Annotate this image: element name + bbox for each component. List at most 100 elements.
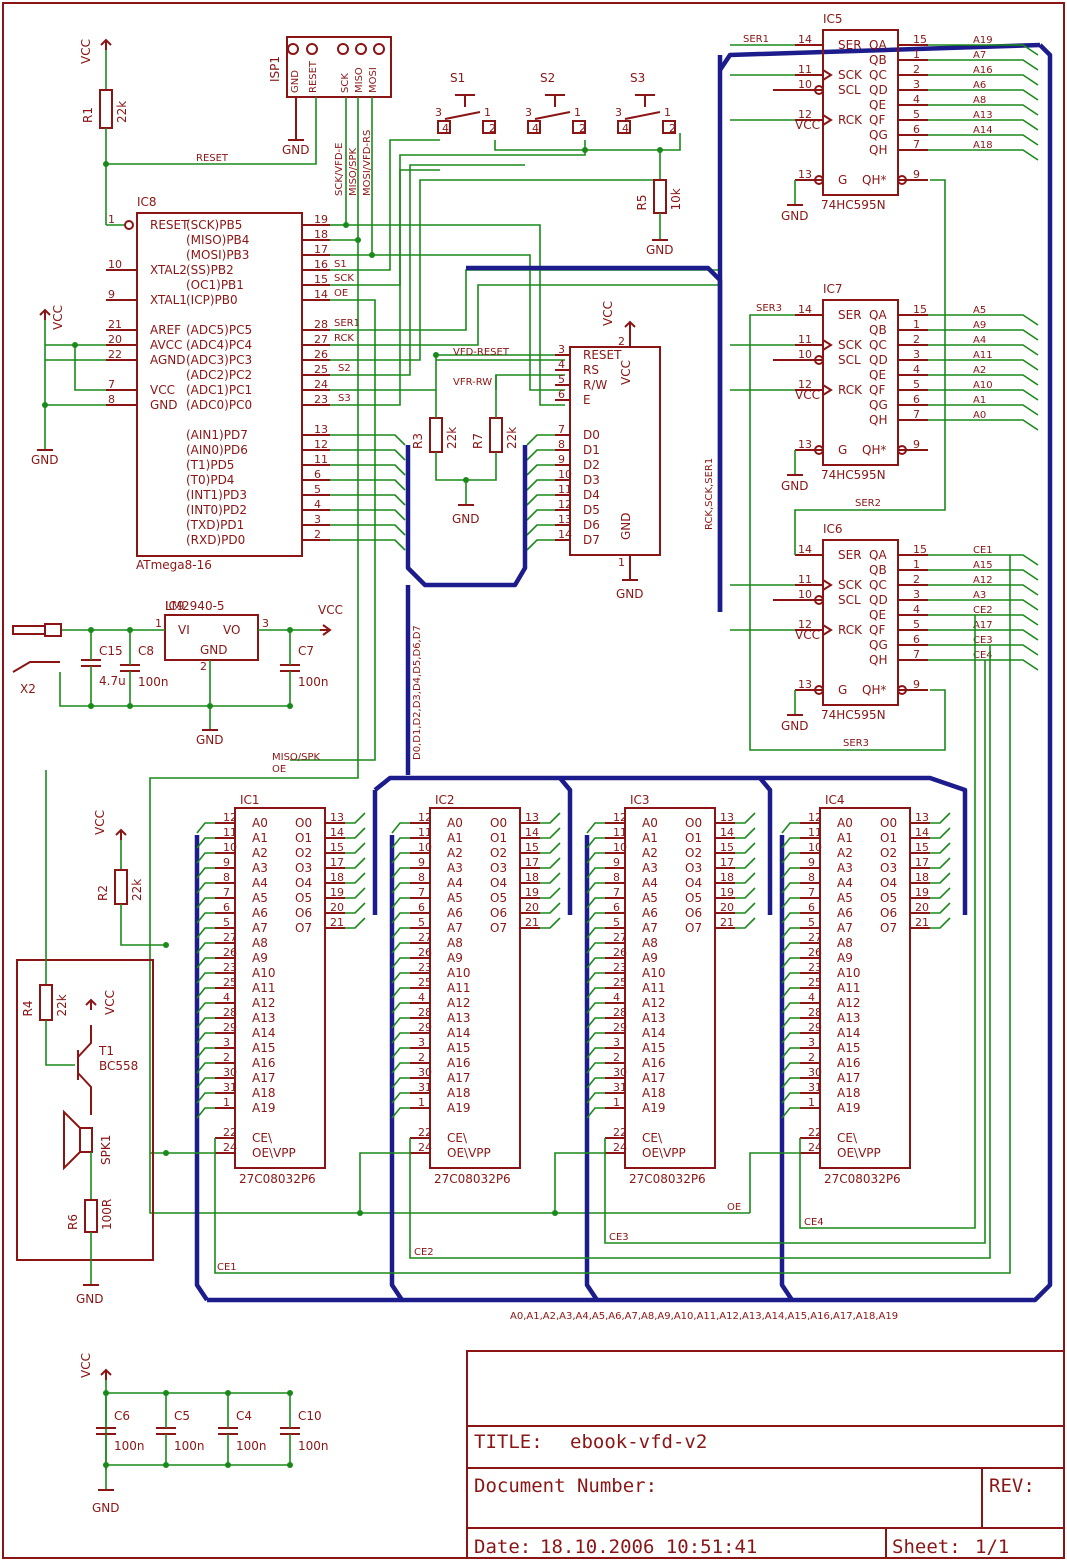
resistor (39, 984, 53, 1021)
pin-name: OE\VPP (447, 1146, 491, 1160)
vcc-arrow-icon (39, 308, 51, 316)
pin-number: 6 (913, 393, 920, 406)
isp-pin (287, 43, 299, 55)
resistor-name: R7 (471, 433, 485, 449)
pin-number: 10 (808, 841, 822, 854)
pin-number: 5 (913, 378, 920, 391)
pin-name: SER (838, 548, 862, 562)
pin-name: O3 (295, 861, 312, 875)
pin-number: 10 (798, 588, 812, 601)
pin-number: 6 (418, 901, 425, 914)
pin-name: (SS)PB2 (186, 263, 234, 277)
resistor-name: R5 (635, 195, 649, 211)
pin-name: D3 (583, 473, 600, 487)
pin-name: O2 (490, 846, 507, 860)
pin-name: D4 (583, 488, 600, 502)
address-bus-label: A0,A1,A2,A3,A4,A5,A6,A7,A8,A9,A10,A11,A1… (510, 1311, 898, 1322)
pin-name: A17 (252, 1071, 275, 1085)
cap-value: 4.7u (99, 674, 126, 688)
pin-number: 13 (525, 811, 539, 824)
pin-name: (OC1)PB1 (186, 278, 244, 292)
inv-dot (814, 85, 824, 95)
pin-number: 14 (720, 826, 734, 839)
net-label: S2 (338, 363, 351, 374)
switch-blade (444, 111, 481, 120)
pin-number: 3 (525, 106, 532, 119)
wire (928, 74, 1039, 86)
pin-name: QB (869, 323, 887, 337)
pin-name: QF (869, 383, 885, 397)
pin-name: O3 (685, 861, 702, 875)
pin-number: 24 (613, 1141, 627, 1154)
wire (494, 133, 681, 151)
wire (928, 149, 1039, 161)
net-label: CE4 (804, 1217, 824, 1228)
wire (781, 867, 800, 879)
pin-name: A4 (447, 876, 463, 890)
vo-arrow-icon (322, 624, 332, 636)
ic8-body (136, 212, 303, 557)
switch-pad (482, 120, 496, 134)
pin-number: 15 (330, 841, 344, 854)
pin-name: A18 (252, 1086, 275, 1100)
pin-number: 9 (808, 856, 815, 869)
pin-number: 4 (613, 991, 620, 1004)
wire (735, 902, 756, 914)
eprom-part: 27C08032P6 (239, 1172, 316, 1186)
wire (330, 169, 440, 406)
pin-name: A9 (642, 951, 658, 965)
sr-part: 74HC595N (821, 708, 886, 722)
wire (928, 419, 1039, 431)
ic8-mcu: IC8ATmega8-16RESET1XTAL210XTAL19AREF21AV… (31, 195, 360, 572)
pin-name: RESET (150, 218, 189, 232)
ic8-name: IC8 (137, 195, 157, 209)
address-net-label: A0 (973, 410, 986, 421)
inv-dot (897, 445, 907, 455)
net-label: OE (272, 764, 286, 775)
pin-number: 31 (613, 1081, 627, 1094)
net-label: SER1 (743, 34, 769, 45)
isp-pin-label: GND (290, 70, 301, 93)
pin-name: QE (869, 368, 886, 382)
transistor-part: BC558 (99, 1059, 138, 1073)
pin-number: 5 (223, 916, 230, 929)
pin-number: 2 (913, 63, 920, 76)
pin-number: 7 (913, 138, 920, 151)
net-label: S1 (334, 259, 347, 270)
vcc-label: VCC (51, 305, 65, 330)
pin-number: 26 (223, 946, 237, 959)
wire (196, 882, 215, 894)
pin-number: 12 (808, 811, 822, 824)
pin-name: O0 (685, 816, 702, 830)
pin-name: O1 (490, 831, 507, 845)
pin-number: 7 (108, 378, 115, 391)
regulator-part: LM2940-5 (165, 599, 225, 613)
net-label: MOSI/VFD-RS (362, 130, 373, 196)
pin-number: 31 (808, 1081, 822, 1094)
sr-part: 74HC595N (821, 198, 886, 212)
pin-name: AREF (150, 323, 181, 337)
pin-name: QC (869, 338, 887, 352)
pin-number: 14 (798, 33, 812, 46)
wire (586, 852, 605, 864)
pin-name: G (838, 443, 847, 457)
junction (552, 1210, 558, 1216)
pin-number: 26 (314, 348, 328, 361)
pin-number: 19 (720, 886, 734, 899)
pin-number: 1 (913, 558, 920, 571)
pin-number: 11 (418, 826, 432, 839)
pin-number: 13 (314, 423, 328, 436)
wire (604, 660, 986, 1244)
pin-name: A7 (252, 921, 268, 935)
pin-number: 2 (913, 333, 920, 346)
pin-number: 15 (720, 841, 734, 854)
address-net-label: A8 (973, 95, 986, 106)
pin-name: A1 (252, 831, 268, 845)
pin-name: CE\ (642, 1131, 663, 1145)
connector-name: X2 (20, 682, 36, 696)
wire (391, 852, 410, 864)
wire (586, 987, 605, 999)
